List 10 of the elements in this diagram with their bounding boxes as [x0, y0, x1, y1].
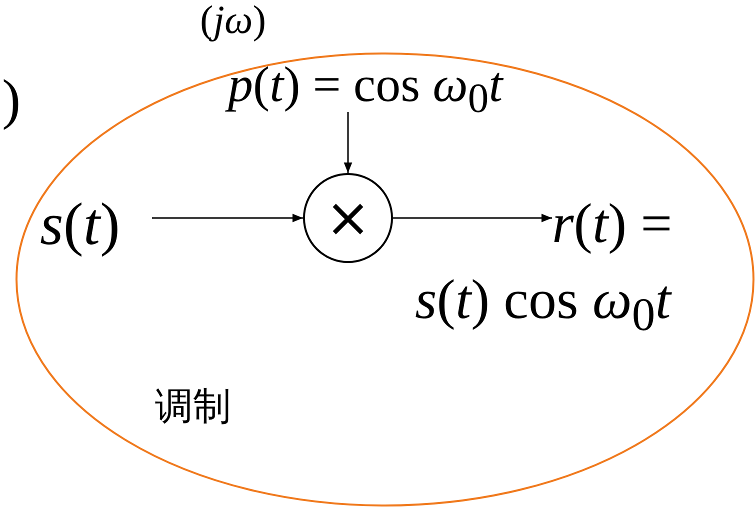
arrow: [344, 112, 352, 173]
multiplier-circle: ×: [303, 173, 393, 263]
arrow: [393, 214, 552, 222]
product-formula: s(t) cos ω$_{0}$t: [415, 272, 671, 339]
arrow: [152, 214, 303, 222]
cut-off-formula: ): [2, 72, 21, 128]
block-label: 调制: [155, 387, 231, 425]
signal-formula: r(t) =: [552, 192, 717, 256]
cut-off-formula: (jω): [200, 0, 266, 40]
signal-formula: s(t): [40, 192, 152, 256]
